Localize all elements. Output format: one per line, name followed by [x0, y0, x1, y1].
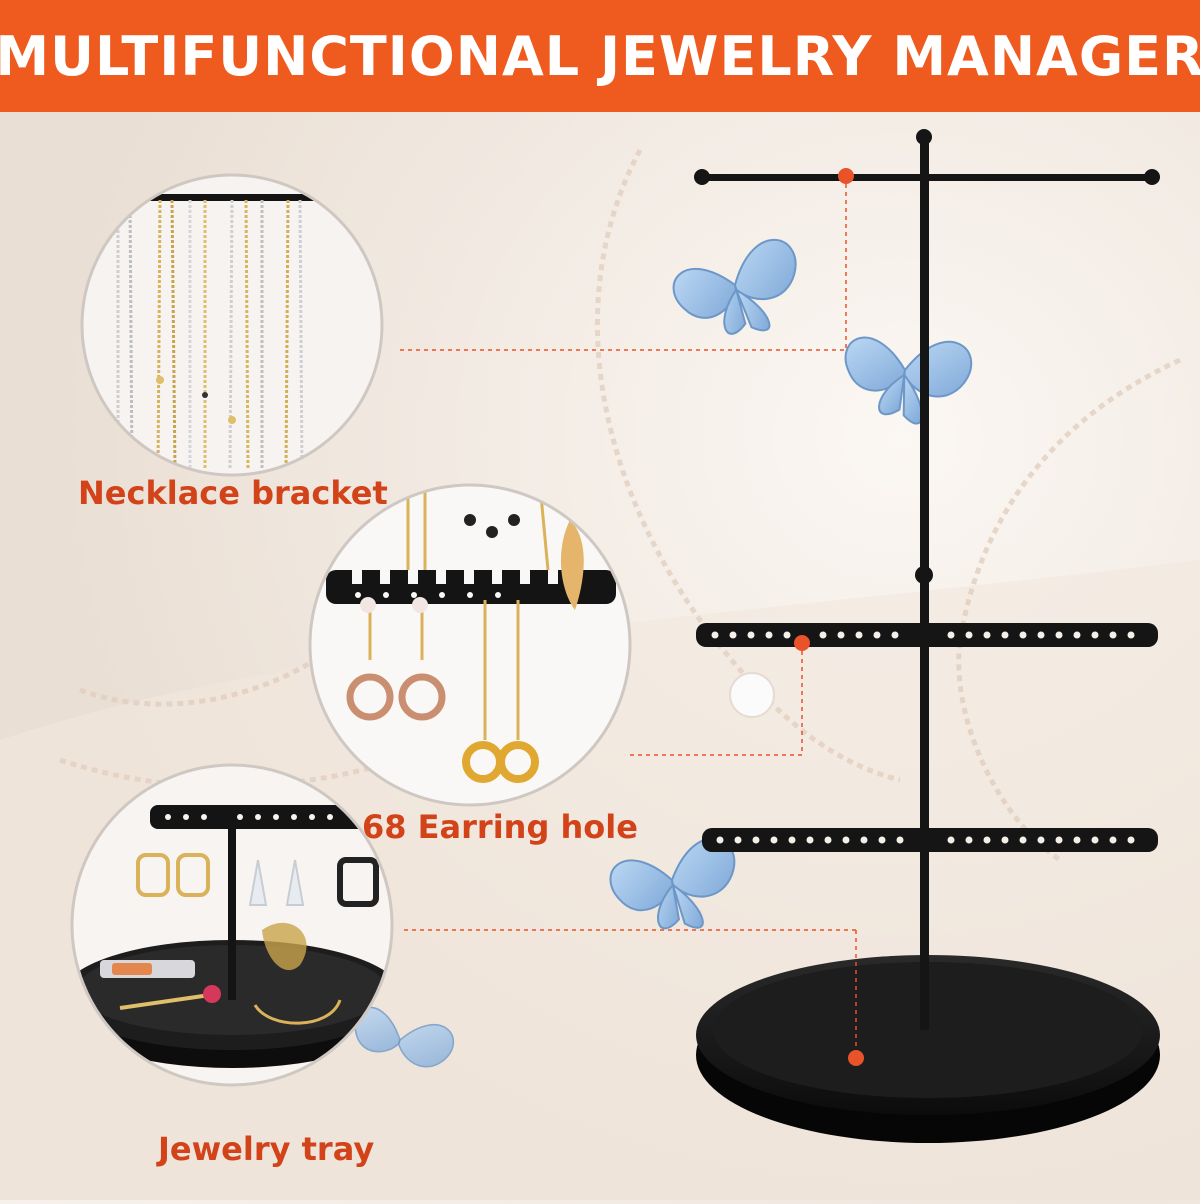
necklace-bracket-caption: Necklace bracket [78, 474, 388, 512]
jewelry-stand [694, 129, 1160, 1143]
butterfly-icon [609, 837, 736, 930]
callout-line-necklace [400, 176, 847, 351]
title-banner: MULTIFUNCTIONAL JEWELRY MANAGER [0, 0, 1200, 112]
earring-bar-lower [702, 828, 1158, 852]
earring-bar-upper [696, 623, 1158, 647]
earring-holes-upper [711, 631, 1135, 639]
jewelry-tray-caption: Jewelry tray [158, 1130, 375, 1168]
detail-necklace-bracket [80, 173, 384, 477]
bar-end-left [694, 169, 710, 185]
earring-hole-caption: 68 Earring hole [362, 808, 638, 846]
necklace-bar [702, 174, 1152, 181]
callouts [400, 176, 857, 1058]
callout-dot-tray [848, 1050, 864, 1066]
stand-knob [915, 566, 933, 584]
stand-pole [920, 140, 929, 1030]
callout-dot-necklace [838, 168, 854, 184]
bar-end-right [1144, 169, 1160, 185]
product-scene: Necklace bracket 68 Earring hole Jewelry… [0, 112, 1200, 1200]
earring-holes-lower [716, 836, 1135, 844]
pearl [729, 672, 775, 718]
stand-pole-top [916, 129, 932, 145]
banner-title: MULTIFUNCTIONAL JEWELRY MANAGER [0, 24, 1200, 88]
detail-jewelry-tray [70, 763, 394, 1087]
product-illustration [0, 112, 1200, 1200]
callout-line-earring [630, 643, 803, 756]
butterfly-icon [354, 1006, 455, 1068]
callout-dot-earring [794, 635, 810, 651]
butterfly-icon [672, 238, 797, 335]
detail-earring-holes [308, 483, 632, 807]
